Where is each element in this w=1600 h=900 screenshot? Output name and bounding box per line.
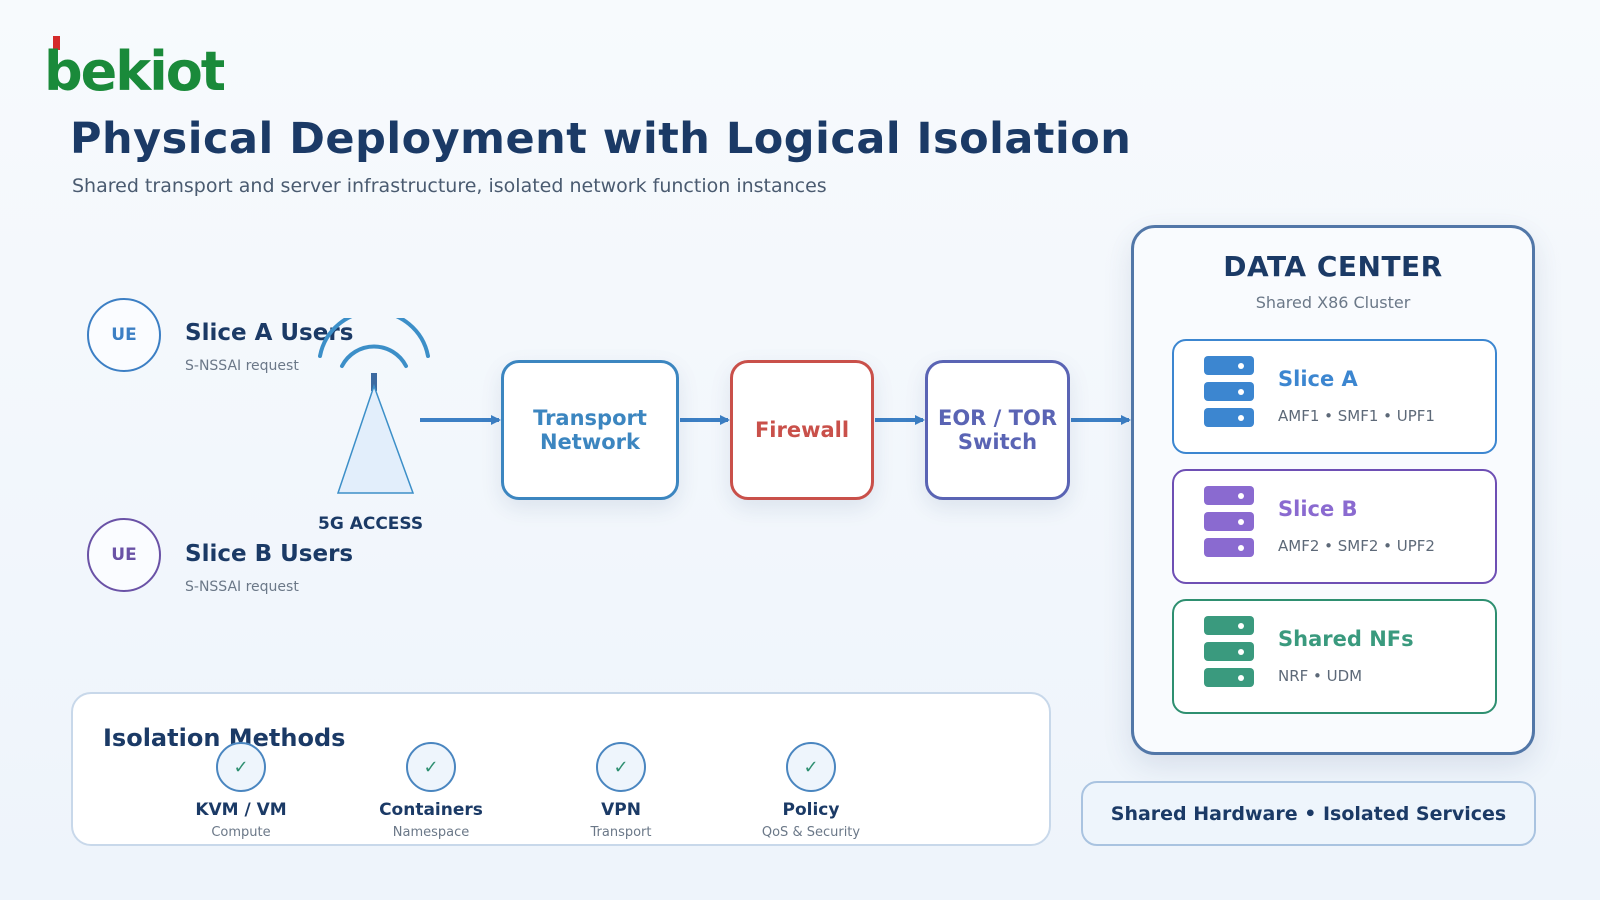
data-center-panel: DATA CENTER Shared X86 Cluster Slice A A… [1131, 225, 1535, 755]
method-desc: QoS & Security [761, 825, 861, 840]
data-center-title: DATA CENTER [1223, 250, 1443, 283]
shared-nfs-card: Shared NFs NRF • UDM [1172, 599, 1497, 714]
transport-network-node: Transport Network [501, 360, 679, 500]
check-icon: ✓ [596, 742, 646, 792]
slice-a-card: Slice A AMF1 • SMF1 • UPF1 [1172, 339, 1497, 454]
svg-text:bekiot: bekiot [44, 40, 224, 96]
method-kvm-vm: ✓ KVM / VM Compute [161, 742, 321, 840]
method-desc: Namespace [392, 825, 470, 840]
method-title: VPN [601, 800, 641, 820]
firewall-node: Firewall [730, 360, 874, 500]
ue-badge-slice-a: UE [87, 298, 161, 372]
method-vpn: ✓ VPN Transport [541, 742, 701, 840]
method-title: Policy [782, 800, 840, 820]
slice-b-nfs: AMF2 • SMF2 • UPF2 [1278, 537, 1435, 555]
slice-b-users-sub: S-NSSAI request [185, 579, 299, 595]
data-center-subtitle: Shared X86 Cluster [1255, 293, 1411, 312]
slice-a-nfs: AMF1 • SMF1 • UPF1 [1278, 407, 1435, 425]
slice-b-card: Slice B AMF2 • SMF2 • UPF2 [1172, 469, 1497, 584]
method-containers: ✓ Containers Namespace [351, 742, 511, 840]
shared-nfs-list: NRF • UDM [1278, 667, 1363, 685]
check-icon: ✓ [216, 742, 266, 792]
method-title: KVM / VM [195, 800, 287, 820]
method-desc: Compute [211, 825, 271, 840]
5g-access-label: 5G ACCESS [318, 514, 424, 534]
shared-nfs-title: Shared NFs [1278, 627, 1414, 651]
isolation-methods-panel: Isolation Methods ✓ KVM / VM Compute ✓ C… [71, 692, 1051, 846]
slice-b-title: Slice B [1278, 497, 1358, 521]
method-desc: Transport [590, 825, 652, 840]
ue-badge-slice-b: UE [87, 518, 161, 592]
check-icon: ✓ [406, 742, 456, 792]
method-policy: ✓ Policy QoS & Security [731, 742, 891, 840]
page-title: Physical Deployment with Logical Isolati… [70, 114, 1132, 164]
check-icon: ✓ [786, 742, 836, 792]
method-title: Containers [379, 800, 483, 820]
slice-b-users-title: Slice B Users [185, 541, 354, 567]
antenna-tower-icon [318, 318, 430, 494]
page-subtitle: Shared transport and server infrastructu… [72, 175, 827, 197]
shared-hardware-note: Shared Hardware • Isolated Services [1081, 781, 1536, 846]
bekiot-logo: bekiot [44, 36, 224, 96]
slice-a-users-sub: S-NSSAI request [185, 358, 299, 374]
eor-tor-switch-node: EOR / TOR Switch [925, 360, 1070, 500]
slice-a-title: Slice A [1278, 367, 1358, 391]
